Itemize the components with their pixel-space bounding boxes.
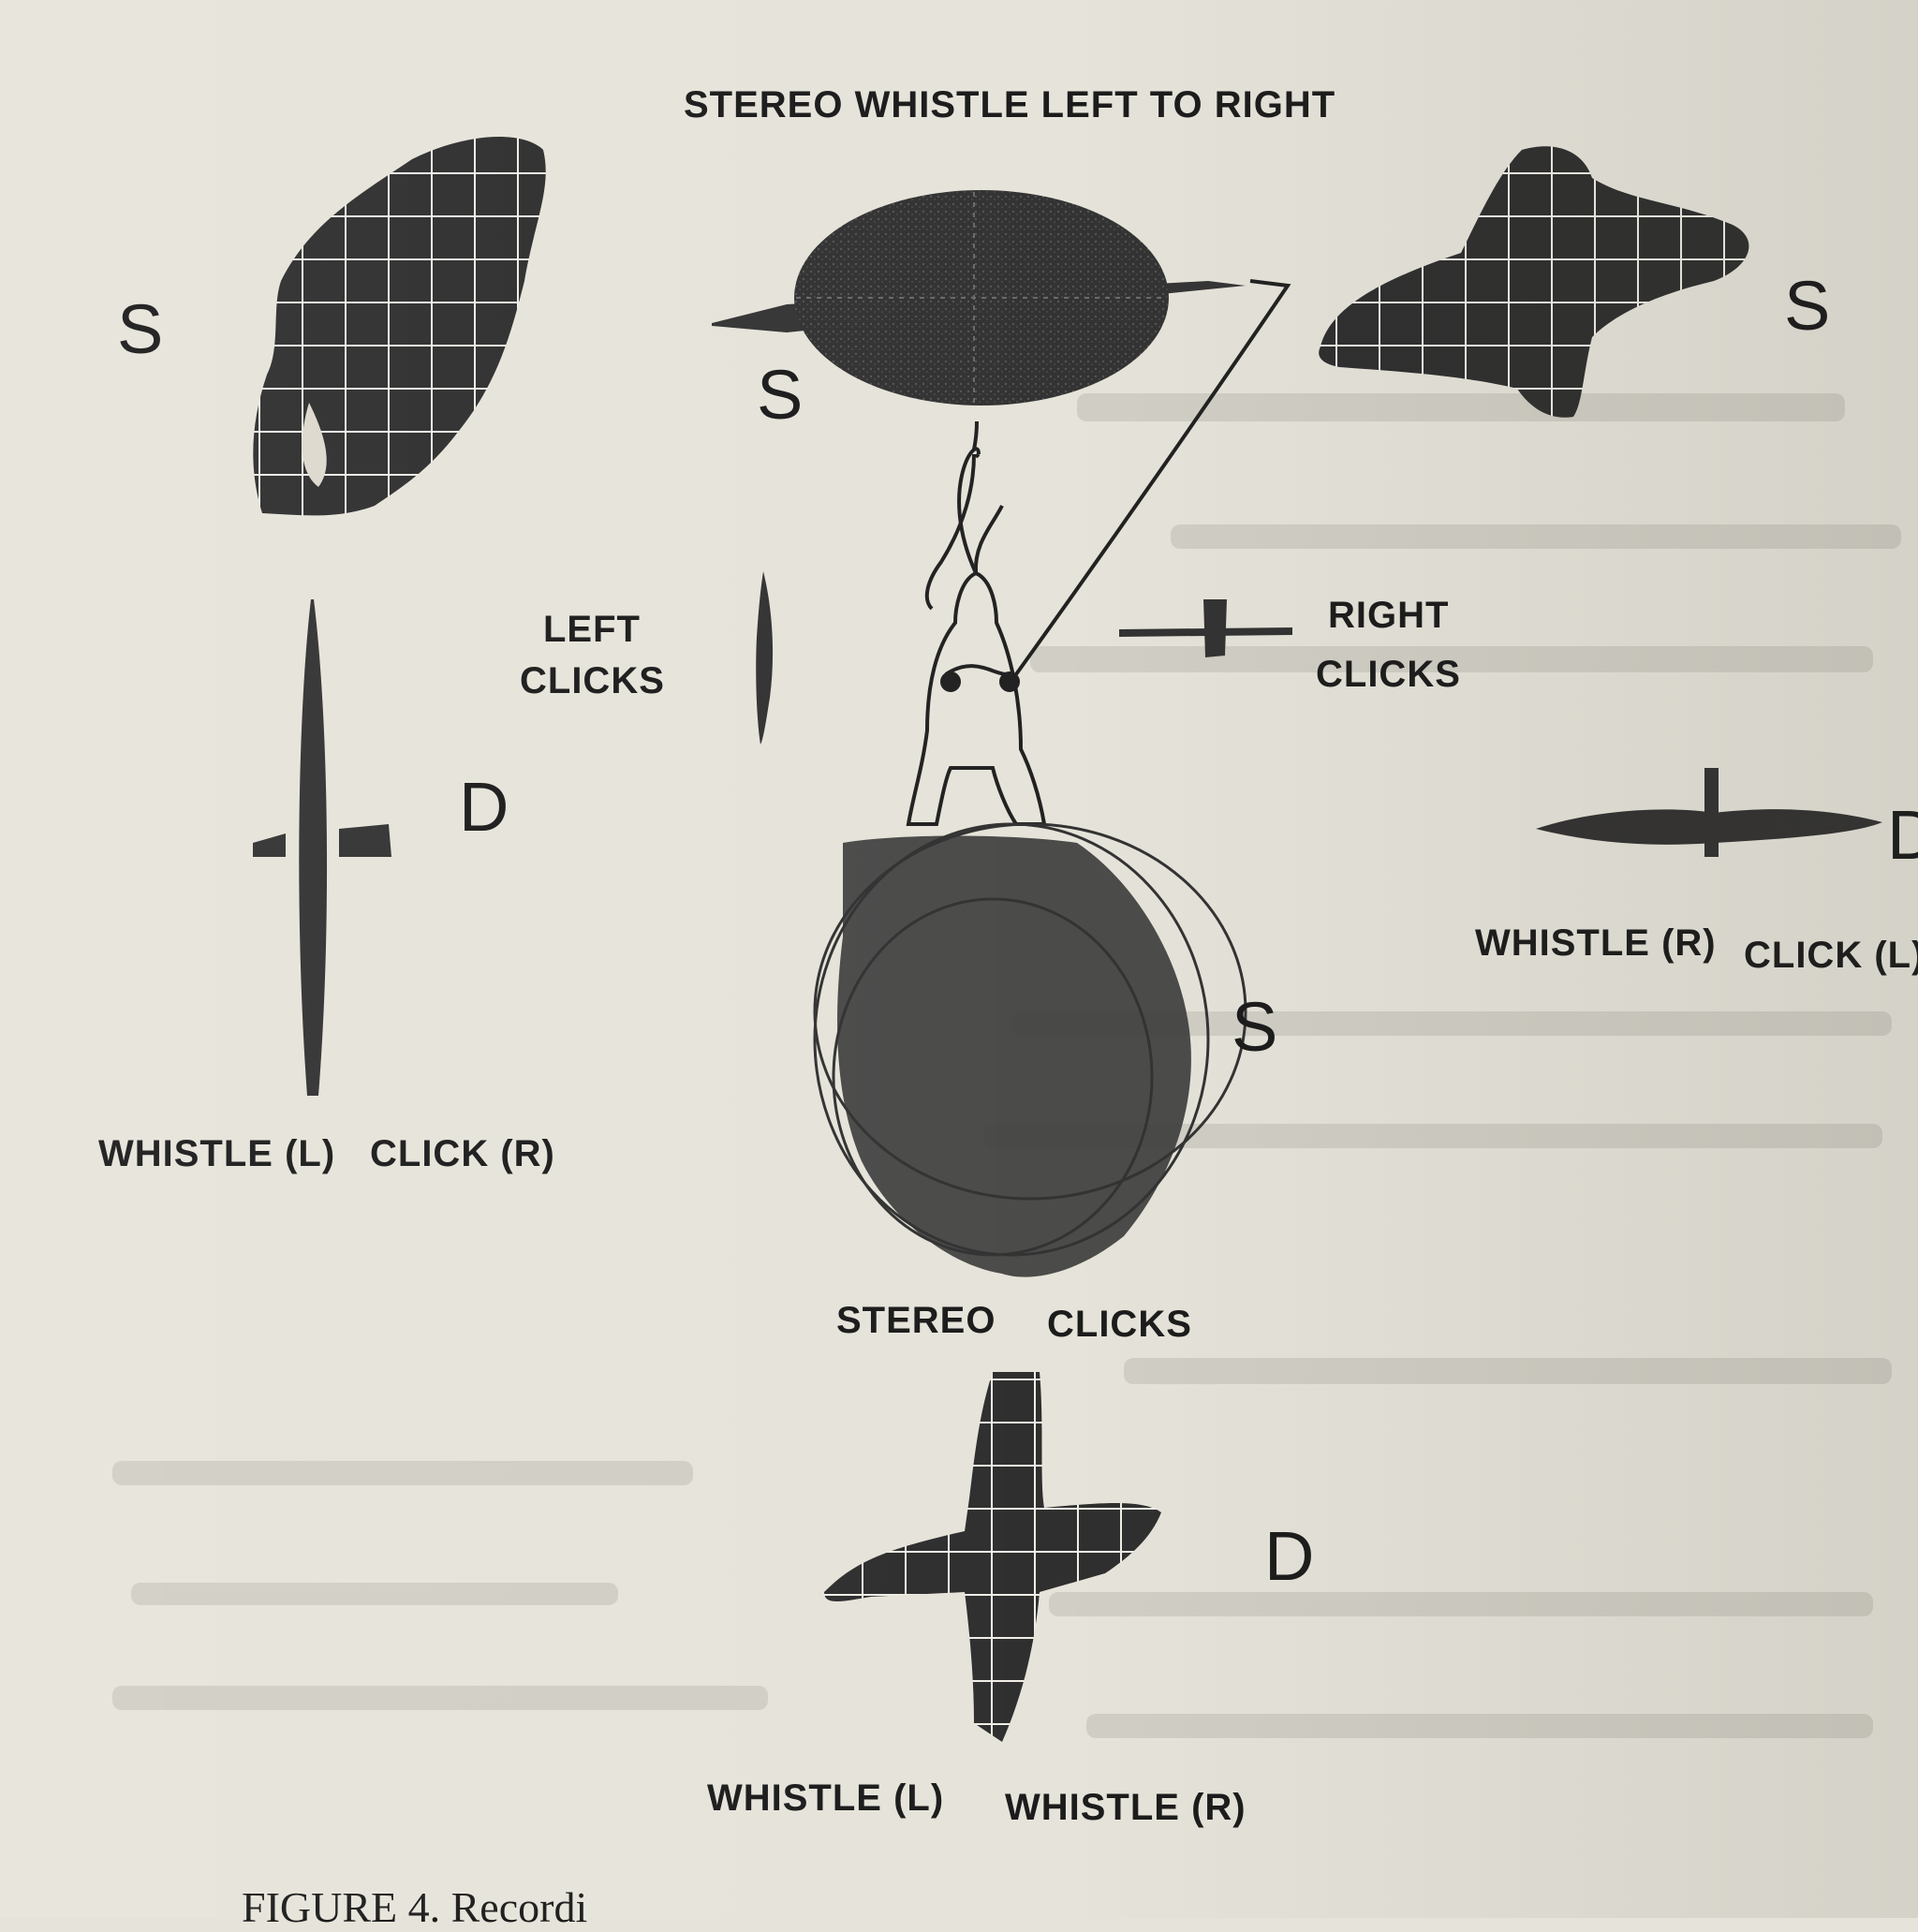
left-clicks-line2: CLICKS — [520, 660, 665, 701]
dolphin-diagram — [906, 279, 1291, 826]
middle-right-blob — [1536, 768, 1882, 857]
bottom-cross-blob — [824, 1372, 1161, 1742]
top-center-mark: S — [757, 356, 804, 434]
left-clicks-line1: LEFT — [543, 609, 641, 650]
middle-right-mark: D — [1887, 796, 1918, 874]
bottom-label-right: WHISTLE (R) — [1005, 1787, 1247, 1828]
center-label-left: STEREO — [836, 1300, 996, 1341]
middle-left-spindle — [253, 599, 391, 1096]
middle-left-label-left: WHISTLE (L) — [98, 1133, 336, 1174]
right-clicks-line2: CLICKS — [1316, 654, 1461, 695]
bottom-label-left: WHISTLE (L) — [707, 1777, 945, 1819]
top-right-blob — [1319, 146, 1749, 418]
top-center-oval — [712, 190, 1246, 406]
center-label-right: CLICKS — [1047, 1304, 1192, 1345]
middle-right-label-right: CLICK (L) — [1744, 935, 1918, 976]
top-right-mark: S — [1784, 267, 1831, 345]
top-left-blob — [253, 137, 546, 516]
middle-left-mark: D — [459, 768, 509, 846]
bottom-mark: D — [1264, 1517, 1315, 1595]
center-mark: S — [1232, 988, 1278, 1066]
figure-title: STEREO WHISTLE LEFT TO RIGHT — [684, 84, 1336, 125]
top-left-mark: S — [117, 290, 164, 368]
right-clicks-line1: RIGHT — [1328, 595, 1450, 636]
center-scribble-blob — [813, 822, 1247, 1277]
middle-right-label-left: WHISTLE (R) — [1475, 922, 1717, 964]
figure-caption: FIGURE 4. Recordi — [242, 1883, 588, 1931]
left-clicks-mark — [756, 571, 774, 745]
right-clicks-mark — [1119, 599, 1292, 657]
middle-left-label-right: CLICK (R) — [370, 1133, 555, 1174]
